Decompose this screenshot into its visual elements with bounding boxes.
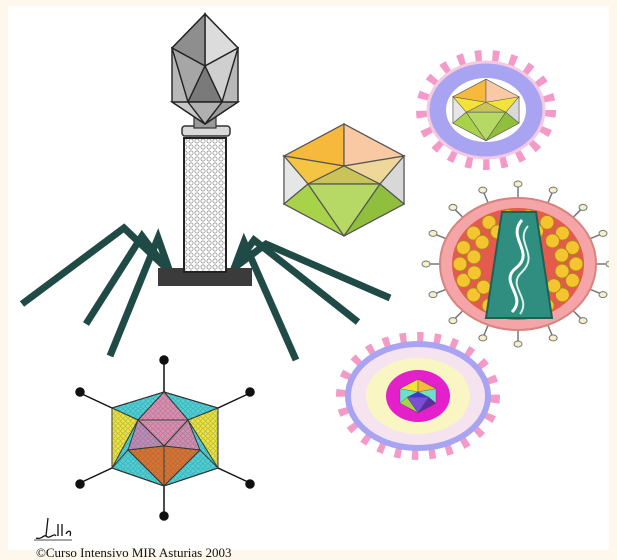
matrix-protein (467, 250, 481, 264)
matrix-protein (545, 234, 559, 248)
matrix-protein (477, 280, 491, 294)
enveloped-virus-top (428, 62, 544, 158)
enveloped-virus-bottom (348, 344, 488, 448)
matrix-protein (555, 264, 569, 278)
glycoprotein-knob (549, 335, 557, 341)
matrix-protein (467, 266, 481, 280)
glycoprotein-knob (449, 318, 457, 324)
matrix-protein (569, 257, 583, 271)
glycoprotein-knob (429, 230, 437, 236)
figure-canvas: ©Curso Intensivo MIR Asturias 2003 (8, 6, 609, 550)
hiv-virion (422, 181, 609, 347)
icosahedral-capsid (284, 124, 404, 236)
glycoprotein-knob (599, 292, 607, 298)
glycoprotein-knob (606, 261, 609, 267)
glycoprotein-knob (449, 204, 457, 210)
matrix-protein (547, 279, 561, 293)
phage-head (172, 14, 238, 124)
glycoprotein-knob (579, 204, 587, 210)
adenovirus (76, 356, 254, 520)
virus-diagram (8, 6, 609, 550)
copyright-caption: ©Curso Intensivo MIR Asturias 2003 (36, 546, 232, 559)
phage-tail-sheath (184, 138, 226, 272)
glycoprotein-knob (429, 292, 437, 298)
artist-signature-mark (32, 516, 92, 546)
matrix-protein (475, 235, 489, 249)
glycoprotein-knob (479, 335, 487, 341)
glycoprotein-knob (579, 318, 587, 324)
matrix-protein (555, 248, 569, 262)
glycoprotein-knob (479, 187, 487, 193)
glycoprotein-knob (422, 261, 430, 267)
glycoprotein-knob (514, 181, 522, 187)
glycoprotein-knob (599, 230, 607, 236)
matrix-protein (453, 257, 467, 271)
glycoprotein-knob (514, 341, 522, 347)
glycoprotein-knob (549, 187, 557, 193)
